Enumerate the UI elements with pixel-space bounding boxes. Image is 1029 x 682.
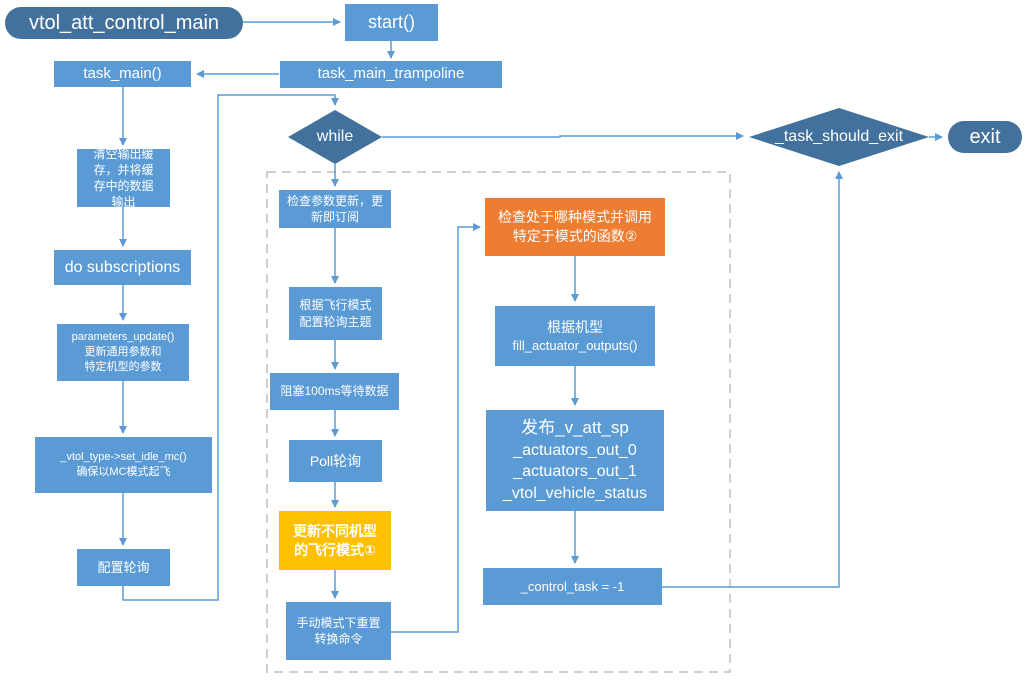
publish-line-4: _vtol_vehicle_status — [502, 484, 648, 502]
parameters-update-line-3: 特定机型的参数 — [84, 360, 162, 373]
exit-label: exit — [969, 125, 1001, 148]
task-main-box: task_main() — [54, 61, 191, 87]
start-label: start() — [368, 12, 415, 33]
manual-reset-label: 手动模式下重置转换命令 — [296, 615, 381, 646]
control-task-box: _control_task = -1 — [483, 568, 662, 605]
parameters-update-box: parameters_update() 更新通用参数和 特定机型的参数 — [57, 324, 189, 381]
while-label-wrap: while — [288, 125, 382, 149]
task-main-label: task_main() — [83, 64, 162, 82]
fill-actuator-line-1: 根据机型 — [547, 318, 603, 335]
fill-actuator-box: 根据机型 fill_actuator_outputs() — [495, 306, 655, 366]
publish-line-1: 发布_v_att_sp — [521, 417, 629, 437]
block-wait-box: 阻塞100ms等待数据 — [270, 373, 399, 410]
set-idle-mc-line-1: _vtol_type->set_idle_mc() — [60, 451, 187, 464]
poll-label: Poll轮询 — [309, 452, 362, 469]
while-label: while — [316, 128, 354, 145]
subscriptions-box: do subscriptions — [54, 250, 191, 285]
config-poll-box: 配置轮询 — [77, 549, 170, 586]
block-wait-label: 阻塞100ms等待数据 — [280, 384, 389, 399]
config-poll-label: 配置轮询 — [97, 559, 150, 575]
trampoline-box: task_main_trampoline — [280, 61, 502, 88]
should-exit-decision — [749, 108, 929, 166]
parameters-update-line-1: parameters_update() — [71, 331, 175, 344]
trampoline-label: task_main_trampoline — [317, 65, 465, 83]
check-mode-label: 检查处于哪种模式并调用特定于模式的函数② — [498, 209, 652, 244]
check-params-box: 检查参数更新，更新即订阅 — [279, 190, 391, 228]
update-modes-label: 更新不同机型的飞行模式① — [293, 522, 377, 558]
config-topics-label: 根据飞行模式配置轮询主题 — [299, 298, 372, 329]
publish-box: 发布_v_att_sp _actuators_out_0 _actuators_… — [486, 410, 664, 511]
exit-terminal: exit — [948, 121, 1022, 153]
publish-line-2: _actuators_out_0 — [513, 441, 637, 459]
poll-box: Poll轮询 — [289, 440, 382, 482]
control-task-label: _control_task = -1 — [520, 578, 625, 594]
config-topics-box: 根据飞行模式配置轮询主题 — [289, 287, 382, 340]
check-params-label: 检查参数更新，更新即订阅 — [287, 193, 384, 224]
fill-actuator-line-2: fill_actuator_outputs() — [512, 337, 638, 353]
set-idle-mc-box: _vtol_type->set_idle_mc() 确保以MC模式起飞 — [35, 437, 212, 493]
vtol-main-label: vtol_att_control_main — [28, 11, 220, 34]
while-decision — [288, 110, 382, 164]
should-exit-label-wrap: _task_should_exit — [752, 125, 926, 149]
clear-output-box: 清空输出缓存，并将缓存中的数据输出 — [77, 147, 170, 209]
loop-body-region — [266, 171, 731, 673]
vtol-main-entry: vtol_att_control_main — [5, 7, 243, 39]
check-mode-box: 检查处于哪种模式并调用特定于模式的函数② — [485, 198, 665, 256]
should-exit-label: _task_should_exit — [774, 128, 904, 145]
subscriptions-label: do subscriptions — [64, 258, 181, 276]
start-box: start() — [345, 4, 438, 41]
update-modes-box: 更新不同机型的飞行模式① — [279, 511, 391, 570]
parameters-update-line-2: 更新通用参数和 — [84, 346, 162, 359]
publish-line-3: _actuators_out_1 — [513, 463, 637, 481]
set-idle-mc-line-2: 确保以MC模式起飞 — [76, 466, 171, 478]
clear-output-label: 清空输出缓存，并将缓存中的数据输出 — [93, 146, 154, 210]
manual-reset-box: 手动模式下重置转换命令 — [286, 602, 391, 660]
